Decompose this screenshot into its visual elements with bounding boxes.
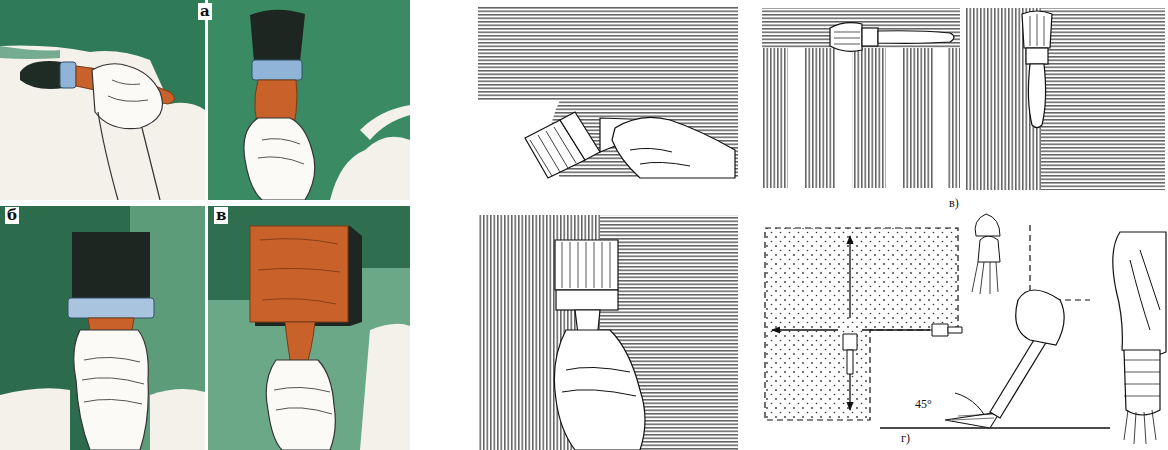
drawing-part <box>250 226 348 322</box>
drawing-part <box>975 214 1000 236</box>
drawing-part <box>972 262 998 294</box>
drawing-part <box>1113 232 1166 356</box>
drawing-part <box>274 387 332 414</box>
panel-letter: а <box>198 3 212 20</box>
hatch-panel <box>478 6 738 450</box>
technique-panel <box>765 214 1166 444</box>
drawing-part <box>630 148 690 166</box>
drawing-part <box>990 330 1050 418</box>
drawing-part <box>762 48 788 188</box>
drawing-part <box>830 23 862 52</box>
drawing-part <box>804 48 836 188</box>
angle-label: 45° <box>914 398 933 411</box>
drawing-part <box>562 367 636 396</box>
drawing-part <box>862 28 878 46</box>
drawing-part <box>0 206 205 450</box>
drawing-part <box>952 414 996 420</box>
drawing-part <box>1028 64 1045 128</box>
drawing-part <box>20 61 64 89</box>
stripe-panel <box>762 8 1165 190</box>
drawing-part <box>852 48 886 188</box>
drawing-part <box>556 290 618 310</box>
drawing-part <box>834 32 860 44</box>
drawing-part <box>1124 360 1160 396</box>
drawing-part <box>72 232 150 300</box>
drawing-part <box>560 112 600 160</box>
drawing-part <box>1030 225 1090 300</box>
drawing-part <box>948 327 962 333</box>
drawing-part <box>250 10 305 65</box>
drawing-part <box>0 46 60 59</box>
drawing-part <box>360 324 410 450</box>
drawing-part <box>266 360 335 450</box>
drawing-part <box>948 48 960 188</box>
drawing-part <box>108 80 148 101</box>
drawing-part <box>82 357 144 404</box>
panel-letter: б <box>5 207 19 224</box>
drawing-part <box>205 0 208 450</box>
drawing-part <box>244 118 315 200</box>
drawing-part <box>843 334 857 350</box>
drawing-part <box>1016 290 1064 345</box>
figure-letter: г) <box>900 432 911 445</box>
drawing-part <box>208 0 410 200</box>
drawing-part <box>360 105 410 140</box>
drawing-part <box>60 62 76 88</box>
drawing-part <box>68 298 154 318</box>
drawing-part <box>350 226 362 326</box>
drawing-part <box>0 0 205 200</box>
drawing-part <box>1030 14 1044 46</box>
drawing-part <box>0 388 70 450</box>
drawing-part <box>554 330 645 450</box>
drawing-part <box>208 206 410 450</box>
drawing-part <box>902 48 934 188</box>
drawing-part <box>1124 350 1160 415</box>
drawing-part <box>862 329 930 330</box>
drawing-part <box>612 117 735 178</box>
drawing-part <box>945 412 1000 428</box>
panel-letter: в <box>214 207 228 224</box>
drawing-part <box>252 60 302 80</box>
drawing-part <box>1041 8 1165 190</box>
drawing-part <box>847 350 853 374</box>
drawing-part <box>258 239 340 304</box>
drawing-part <box>978 236 1000 262</box>
drawing-part <box>1026 48 1048 64</box>
drawing-part <box>258 139 304 164</box>
colour-panel <box>0 0 410 450</box>
drawing-part <box>92 64 163 129</box>
drawing-part <box>932 324 948 336</box>
figure-letter: в) <box>948 197 960 210</box>
drawing-part <box>1022 11 1052 48</box>
drawing-part <box>74 330 149 450</box>
drawing-part <box>98 112 160 200</box>
drawing-part <box>150 389 205 450</box>
drawing-part <box>772 329 838 330</box>
drawing-part <box>1130 250 1160 330</box>
drawing-part <box>880 427 1110 428</box>
drawing-part <box>330 137 410 200</box>
drawing-part <box>878 31 954 44</box>
drawing-part <box>765 228 958 420</box>
drawing-part <box>849 236 850 318</box>
drawing-part <box>562 242 610 288</box>
drawing-part <box>555 240 618 290</box>
drawing-part <box>1124 410 1156 444</box>
